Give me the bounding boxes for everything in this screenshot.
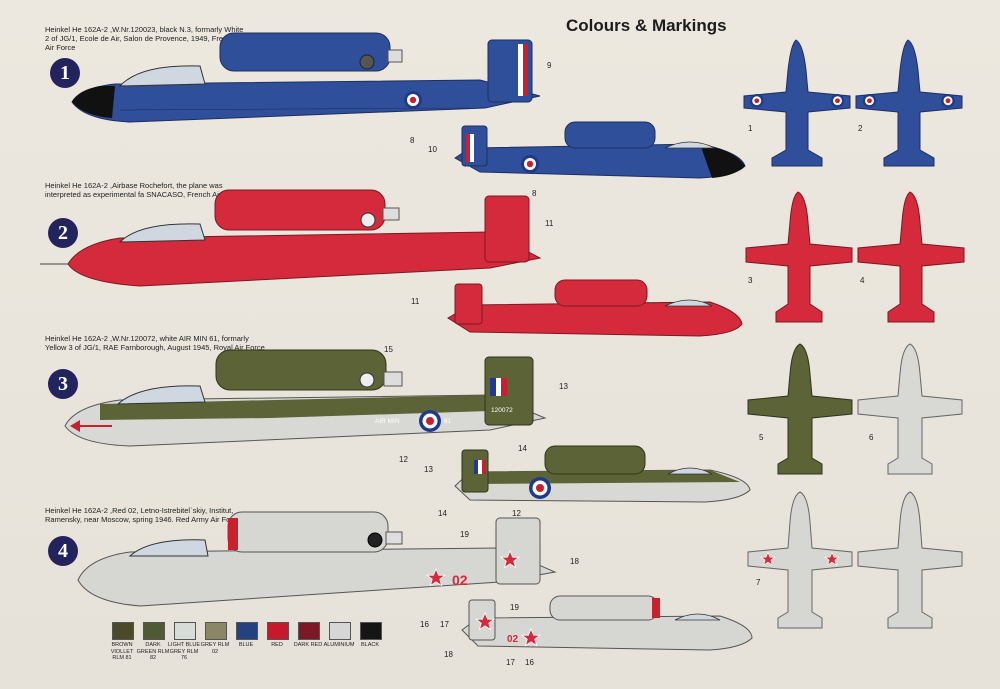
callout-7: 7 — [756, 578, 761, 587]
plan-view-3-bottom — [857, 343, 963, 475]
callout-13: 13 — [559, 382, 568, 391]
scheme-2-number-badge: 2 — [48, 218, 78, 248]
swatch-label-dark-red: DARK RED — [293, 642, 323, 648]
callout-18: 18 — [570, 557, 579, 566]
callout-15: 15 — [384, 345, 393, 354]
callout-3: 3 — [748, 276, 753, 285]
callout-2: 2 — [858, 124, 863, 133]
callout-19b: 19 — [510, 603, 519, 612]
callout-labels: 9 8 10 8 1 2 11 11 3 4 15 13 14 12 13 14… — [384, 61, 874, 667]
scheme-4-caption: Heinkel He 162A-2 ,Red 02, Letno-Istrebi… — [45, 506, 243, 524]
plan-view-2-top — [857, 191, 965, 323]
swatch-aluminium — [329, 622, 351, 640]
swatch-label-dark-green: DARK GREEN RLM 82 — [136, 642, 170, 661]
scheme-2-other-side-view — [447, 279, 743, 337]
swatch-blue — [236, 622, 258, 640]
callout-11: 11 — [545, 219, 554, 228]
scheme-1-number-badge: 1 — [50, 58, 80, 88]
scheme-2-caption: Heinkel He 162A-2 ,Airbase Rochefort, th… — [45, 181, 245, 199]
plan-view-1-top — [855, 39, 963, 167]
scheme-2-side-view — [40, 189, 542, 287]
serial-text: 120072 — [491, 407, 513, 414]
swatch-dark-green — [143, 622, 165, 640]
red-code-small-text: 02 — [507, 634, 519, 645]
scheme-3-side-view: AIR MIN 61 120072 — [64, 349, 547, 447]
swatch-label-brown-viollet: BROWN VIOLLET RLM 81 — [110, 642, 134, 661]
swatch-brown-viollet — [112, 622, 134, 640]
callout-18b: 18 — [444, 650, 453, 659]
scheme-1-caption: Heinkel He 162A-2 ,W.Nr.120023, black N.… — [45, 25, 244, 52]
scheme-3-other-side-view — [454, 445, 751, 503]
scheme-3-number-badge: 3 — [48, 369, 78, 399]
callout-4: 4 — [860, 276, 865, 285]
plan-view-4-bottom — [857, 491, 963, 629]
plan-view-1-bottom — [743, 39, 851, 167]
swatch-label-blue: BLUE — [238, 642, 254, 648]
callout-16: 16 — [420, 620, 429, 629]
scheme-1-side-view — [71, 32, 541, 123]
swatch-light-blue-grey — [174, 622, 196, 640]
sheet-title: Colours & Markings — [566, 16, 727, 35]
callout-6: 6 — [869, 433, 874, 442]
swatch-label-red: RED — [271, 642, 283, 648]
scheme-4-number-badge: 4 — [48, 536, 78, 566]
swatch-red — [267, 622, 289, 640]
callout-19: 19 — [460, 530, 469, 539]
callout-5: 5 — [759, 433, 764, 442]
callout-1: 1 — [748, 124, 753, 133]
scheme-4-other-side-view: 02 — [461, 595, 753, 651]
scheme-3-caption: Heinkel He 162A-2 ,W.Nr.120072, white AI… — [45, 334, 265, 352]
plan-view-3-top — [747, 343, 853, 475]
callout-14: 14 — [518, 444, 527, 453]
callout-10: 10 — [428, 145, 437, 154]
callout-12: 12 — [399, 455, 408, 464]
callout-16b: 16 — [525, 658, 534, 667]
scheme-1-other-side-view — [454, 121, 746, 179]
swatch-label-light-blue-grey: LIGHT BLUE GREY RLM 76 — [168, 642, 200, 661]
callout-9: 9 — [547, 61, 552, 70]
swatch-label-aluminium: ALUMINIUM — [323, 642, 355, 648]
callout-13b: 13 — [424, 465, 433, 474]
air-min-text: AIR MIN — [375, 418, 400, 425]
callout-17: 17 — [440, 620, 449, 629]
plan-view-4-top — [747, 491, 853, 629]
air-min-number-text: 61 — [444, 418, 452, 425]
swatch-black — [360, 622, 382, 640]
callout-11b: 11 — [411, 297, 420, 306]
callout-8: 8 — [410, 136, 415, 145]
swatch-grey — [205, 622, 227, 640]
swatch-label-black: BLACK — [360, 642, 380, 648]
callout-8b: 8 — [532, 189, 537, 198]
callout-12b: 12 — [512, 509, 521, 518]
red-code-text: 02 — [452, 572, 468, 588]
swatch-label-grey: GREY RLM 02 — [200, 642, 230, 655]
callout-14b: 14 — [438, 509, 447, 518]
swatch-dark-red — [298, 622, 320, 640]
plan-view-2-bottom — [745, 191, 853, 323]
scheme-4-side-view: 02 — [77, 511, 557, 607]
callout-17b: 17 — [506, 658, 515, 667]
